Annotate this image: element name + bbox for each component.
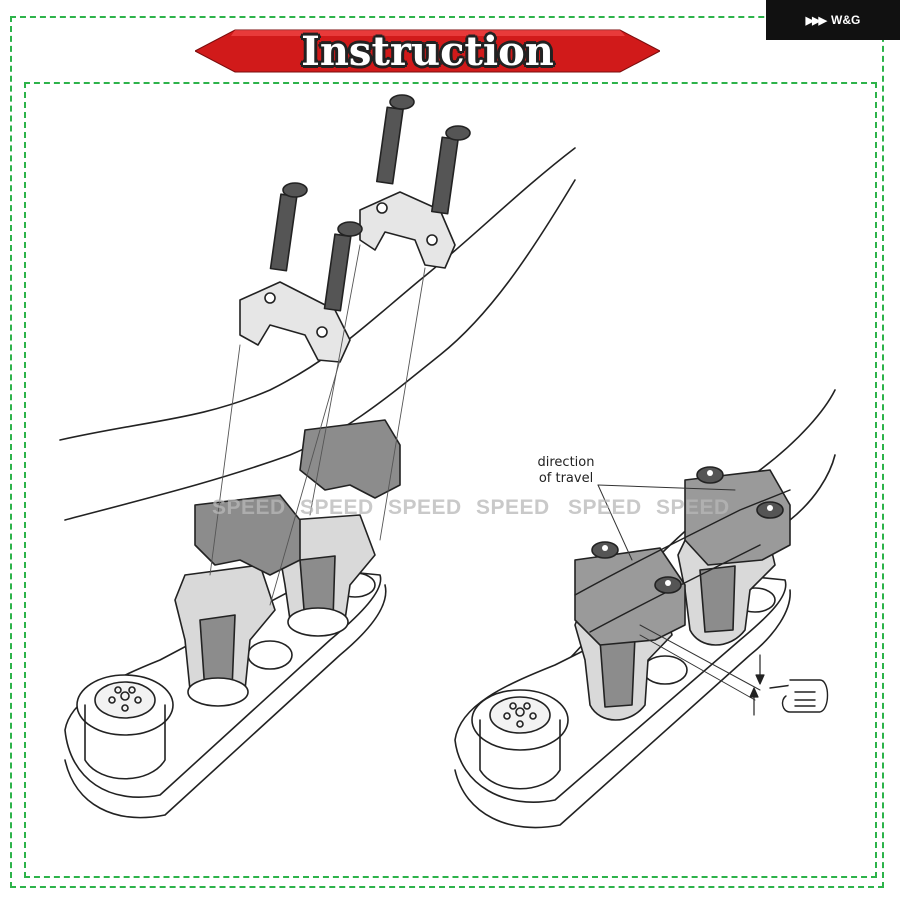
pointing-hand-icon <box>769 679 829 713</box>
watermark-1: SPEED <box>212 496 286 519</box>
stem-nut-right <box>471 689 569 790</box>
watermark-3: SPEED <box>388 496 462 519</box>
banner-ribbon <box>195 29 660 73</box>
riser-left-front <box>174 564 276 707</box>
watermark-2: SPEED <box>300 496 374 519</box>
logo-text: W&G <box>831 13 861 27</box>
watermark-6: SPEED <box>656 496 730 519</box>
direction-of-travel-label: direction of travel <box>520 455 612 487</box>
lower-clamp-left-front <box>194 494 301 576</box>
watermark-4: SPEED <box>476 496 550 519</box>
handlebar-left <box>59 147 576 441</box>
clamp-right-front <box>574 547 686 646</box>
watermark-5: SPEED <box>568 496 642 519</box>
outer-dashed-frame <box>10 16 884 888</box>
banner-title: Instruction <box>301 27 554 75</box>
bolts-left <box>269 94 471 312</box>
direction-label-line1: direction <box>537 455 595 470</box>
riser-left-rear <box>277 514 376 637</box>
lower-clamp-left-rear <box>299 419 401 499</box>
brand-logo: ▶▶▶ W&G <box>766 0 900 40</box>
inner-dashed-frame <box>24 82 877 878</box>
stem-nut-left <box>76 674 174 780</box>
logo-wing-icon: ▶▶▶ <box>805 14 827 27</box>
direction-label-line2: of travel <box>538 471 594 486</box>
clamp-right-rear <box>684 469 791 566</box>
